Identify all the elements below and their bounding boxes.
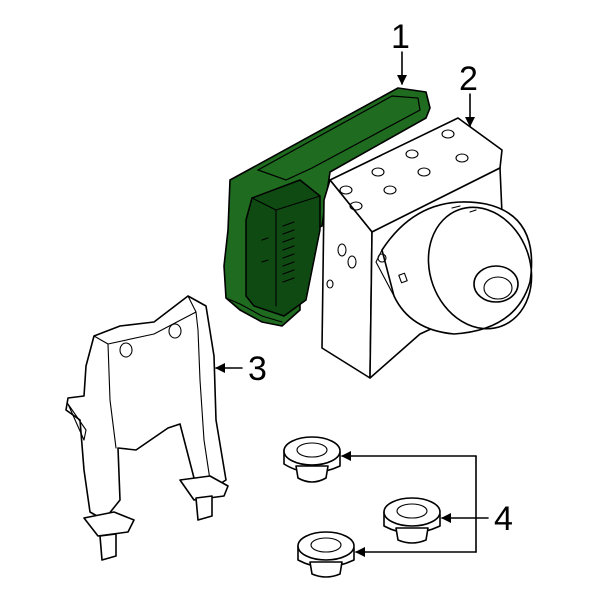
hydraulic-ports: [326, 129, 469, 289]
leader-4: [341, 451, 489, 557]
callout-2: 2: [459, 60, 478, 98]
callout-3: 3: [248, 350, 267, 388]
module-lid: [256, 95, 421, 181]
abs-control-module[interactable]: [223, 87, 431, 327]
bracket-body: [65, 295, 227, 521]
callout-4: 4: [494, 500, 513, 538]
grommet-right[interactable]: [383, 497, 441, 544]
callout-1: 1: [391, 18, 410, 56]
hydraulic-left-face: [321, 179, 373, 379]
bracket-feet: [83, 475, 229, 561]
connector-pins: [261, 221, 295, 283]
grommet-upper[interactable]: [283, 436, 341, 483]
module-connector: [245, 179, 321, 317]
grommet-lower[interactable]: [297, 531, 355, 578]
leader-lines: [215, 51, 489, 557]
hydraulic-unit[interactable]: [321, 117, 548, 379]
pump-motor: [375, 201, 533, 335]
mounting-bracket[interactable]: [65, 295, 229, 561]
